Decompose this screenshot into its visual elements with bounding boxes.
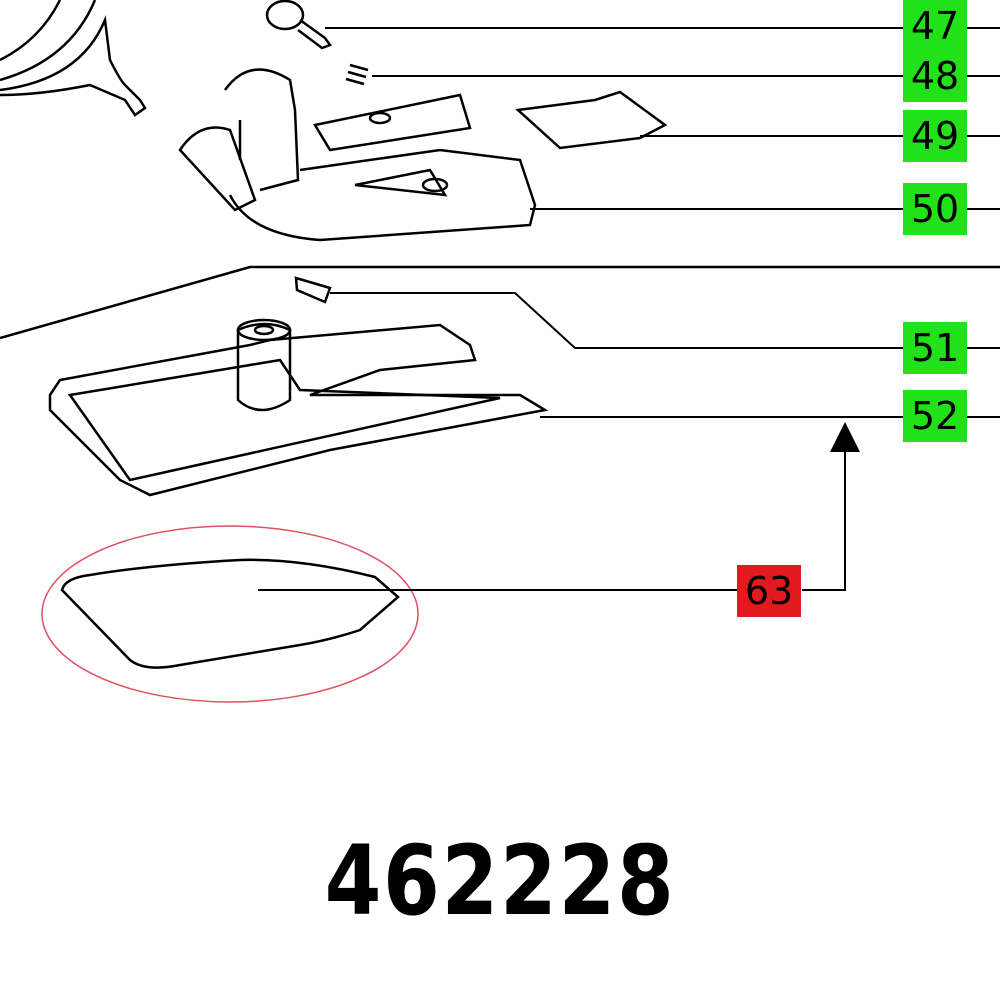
gasket-part-63 [60, 558, 400, 669]
bracket-part-50 [178, 68, 537, 242]
label-49[interactable]: 49 [903, 110, 967, 162]
label-47[interactable]: 47 [903, 0, 967, 52]
knob-part-47 [265, 0, 332, 50]
leader-line-63 [258, 450, 846, 591]
label-63[interactable]: 63 [737, 565, 801, 617]
arrow-up-icon [830, 422, 860, 452]
leader-line-51 [330, 292, 1000, 349]
base-plate-part-52 [48, 318, 549, 497]
highlight-ellipse [41, 525, 419, 703]
clip-part-49 [515, 90, 668, 150]
label-50[interactable]: 50 [903, 183, 967, 235]
label-52[interactable]: 52 [903, 390, 967, 442]
label-48[interactable]: 48 [903, 50, 967, 102]
leader-lines [258, 27, 1000, 591]
part-number: 462228 [324, 825, 676, 937]
spring-part-48 [345, 63, 369, 86]
tool-body-part [0, 0, 147, 117]
label-51[interactable]: 51 [903, 322, 967, 374]
section-divider-line [0, 265, 1000, 340]
pin-part-51 [294, 276, 332, 304]
